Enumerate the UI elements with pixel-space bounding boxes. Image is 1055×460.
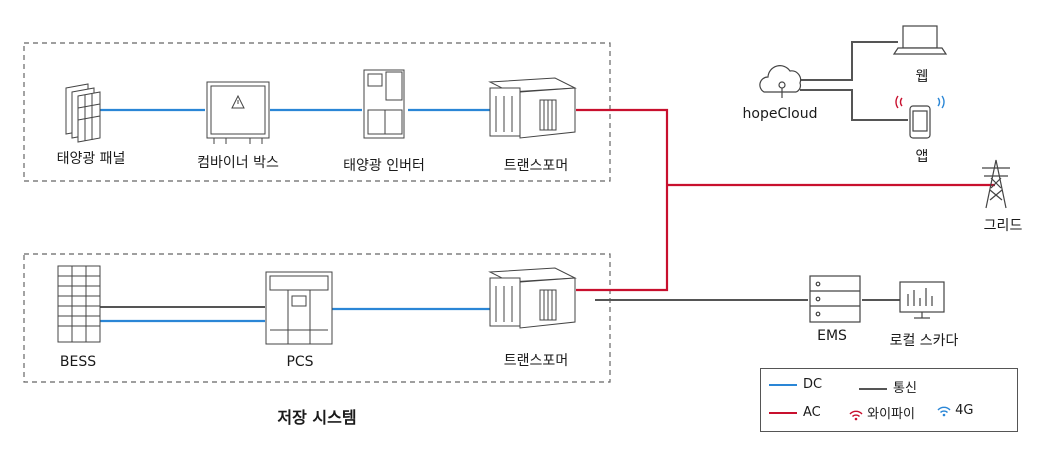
ems-server-icon <box>809 275 861 323</box>
dc-swatch <box>769 383 797 386</box>
storage-system-title: 저장 시스템 <box>277 408 357 427</box>
legend-dc-label: DC <box>803 377 823 392</box>
wifi-icon <box>849 410 863 420</box>
signal-icon <box>937 95 945 109</box>
storage-group-box <box>23 253 611 383</box>
grid-label: 그리드 <box>983 218 1023 234</box>
transformer-icon <box>488 77 577 139</box>
ac-lines <box>576 108 995 292</box>
legend-4g-label: 4G <box>955 403 974 418</box>
solar-inverter-label: 태양광 인버터 <box>343 158 425 174</box>
comm-swatch <box>859 387 887 390</box>
transformer-top-label: 트랜스포머 <box>503 158 569 174</box>
local-scada-label: 로컬 스카다 <box>889 333 959 349</box>
legend-4g: 4G <box>937 403 974 418</box>
signal-icon <box>937 406 951 416</box>
legend-ac-label: AC <box>803 405 821 420</box>
hopecloud-label: hopeCloud <box>742 106 818 122</box>
cloud-icon <box>759 65 802 98</box>
legend-dc: DC <box>769 377 822 392</box>
combiner-box-label: 컴바이너 박스 <box>197 155 279 171</box>
bess-label: BESS <box>59 354 97 370</box>
comm-lines <box>100 41 908 308</box>
solar-group-box <box>23 42 611 182</box>
legend-comm-label: 통신 <box>893 381 917 396</box>
battery-rack-icon <box>57 265 101 343</box>
legend: DC 통신 AC 와이파이 4G <box>760 368 1018 432</box>
wifi-icon <box>895 95 903 109</box>
combiner-box-icon <box>206 81 270 144</box>
transmission-tower-icon <box>982 159 1010 209</box>
solar-panel-icon <box>65 83 101 143</box>
solar-panel-label: 태양광 패널 <box>56 151 126 167</box>
pcs-icon <box>265 271 333 345</box>
app-label: 앱 <box>915 149 929 165</box>
legend-ac: AC <box>769 405 821 420</box>
ems-label: EMS <box>817 328 847 344</box>
monitor-icon <box>899 281 945 319</box>
pcs-label: PCS <box>286 354 314 370</box>
legend-comm: 통신 <box>859 377 917 396</box>
inverter-icon <box>363 69 405 139</box>
phone-icon <box>909 105 931 139</box>
web-label: 웹 <box>915 69 929 85</box>
transformer-bottom-label: 트랜스포머 <box>503 353 569 369</box>
ac-swatch <box>769 411 797 414</box>
laptop-icon <box>892 25 948 55</box>
dc-lines <box>100 108 490 323</box>
legend-wifi-label: 와이파이 <box>867 407 915 422</box>
transformer-icon <box>488 267 577 329</box>
legend-wifi: 와이파이 <box>849 403 915 422</box>
